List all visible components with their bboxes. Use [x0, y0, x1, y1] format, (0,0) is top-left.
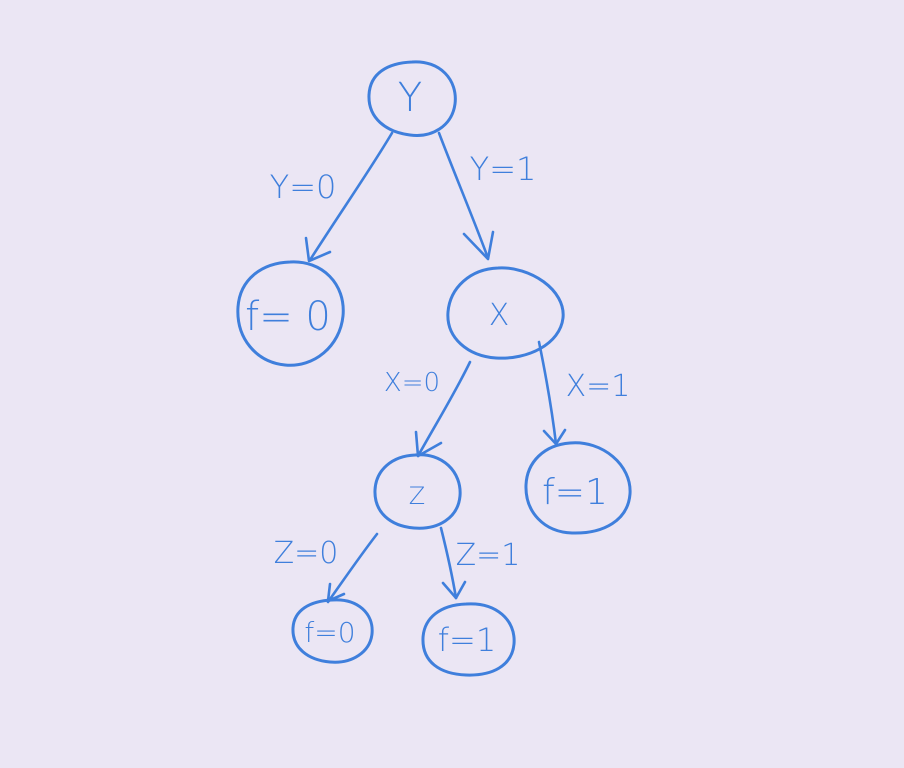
node-y-circle: [367, 60, 457, 137]
edge-z1-line: [439, 526, 458, 600]
node-f1-right-circle: [524, 441, 632, 535]
edge-z1-arrowhead: [441, 580, 467, 600]
node-f0-bottom-label: f=0: [304, 616, 355, 649]
edge-z1-label: Z=1: [456, 538, 521, 573]
node-f0-bottom-circle: [291, 598, 374, 664]
node-z-circle: [373, 453, 462, 530]
edge-x0-arrowhead: [414, 430, 443, 458]
edge-y1-label: Y=1: [470, 150, 537, 188]
node-f1-right-label: f=1: [542, 472, 608, 513]
edge-y1-line: [437, 131, 490, 260]
node-f1-bottom-circle: [421, 602, 516, 677]
edge-x1-label: X=1: [566, 369, 631, 404]
edge-y0-line: [308, 131, 394, 262]
edge-z0-line: [326, 532, 379, 604]
node-f0-left-circle: [236, 260, 345, 367]
edge-x1-line: [537, 340, 558, 446]
node-y-label: Y: [398, 75, 422, 121]
node-f0-left-label: f= 0: [245, 294, 331, 340]
edge-y0-arrowhead: [304, 236, 332, 263]
node-x-label: X: [489, 298, 510, 333]
edge-x0-line: [416, 360, 472, 458]
edge-y0-label: Y=0: [270, 168, 337, 206]
node-z-label: Z: [409, 482, 425, 510]
node-x-ellipse: [446, 266, 565, 360]
edge-z0-arrowhead: [326, 582, 346, 603]
edge-x1-arrowhead: [542, 428, 567, 446]
node-f1-bottom-label: f=1: [438, 621, 496, 659]
edge-z0-label: Z=0: [274, 536, 339, 571]
edge-y1-arrowhead: [462, 230, 495, 261]
edge-x0-label: X=0: [384, 368, 440, 398]
